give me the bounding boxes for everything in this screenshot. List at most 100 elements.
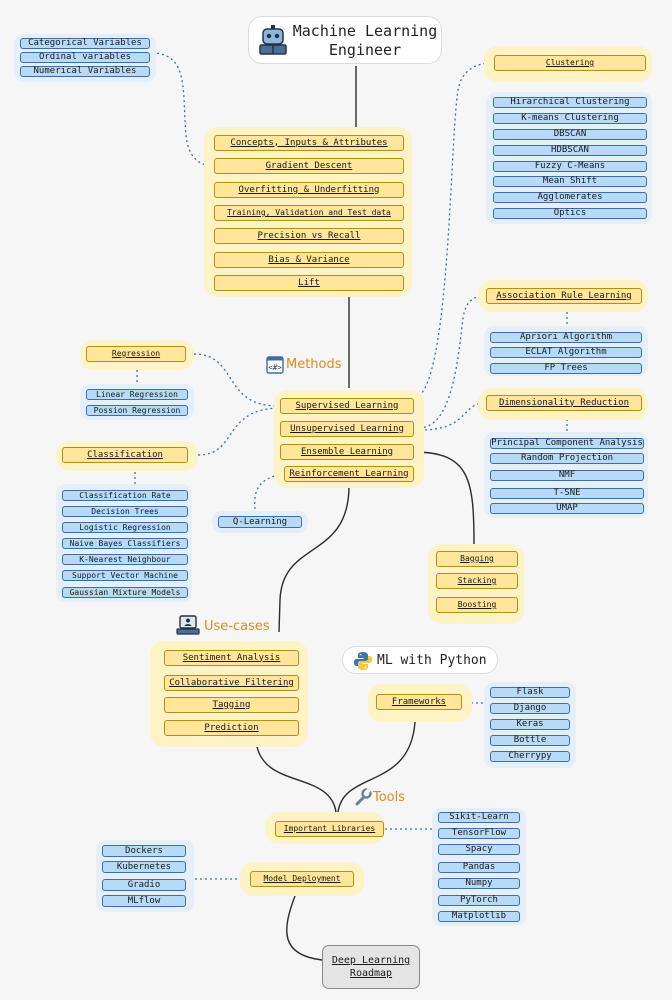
association-eclat[interactable]: ECLAT Algorithm: [490, 347, 642, 358]
link-frameworks-tools: [337, 721, 416, 813]
usecase-prediction[interactable]: Prediction: [164, 720, 299, 736]
code-bracket-icon: <#>: [266, 356, 284, 374]
reinforcement-qlearning[interactable]: Q-Learning: [218, 516, 302, 528]
deployment-mlflow[interactable]: MLflow: [102, 895, 186, 907]
deployment-dockers[interactable]: Dockers: [102, 845, 186, 857]
regression-possion[interactable]: Possion Regression: [86, 405, 188, 416]
classification-logistic[interactable]: Logistic Regression: [62, 522, 188, 533]
clustering-fuzzy-cmeans[interactable]: Fuzzy C-Means: [493, 161, 647, 172]
ensemble-stacking[interactable]: Stacking: [436, 573, 518, 589]
method-reinforcement[interactable]: Reinforcement Learning: [284, 466, 414, 482]
classification-decision-trees[interactable]: Decision Trees: [62, 506, 188, 517]
classification-naive-bayes[interactable]: Naive Bayes Classifiers: [62, 538, 188, 549]
classification-knn[interactable]: K-Nearest Neighbour: [62, 554, 188, 565]
ensemble-bagging[interactable]: Bagging: [436, 551, 518, 567]
methods-heading: Methods: [286, 357, 342, 372]
framework-django[interactable]: Django: [490, 703, 570, 714]
classification-topic[interactable]: Classification: [62, 447, 188, 463]
variable-numerical[interactable]: Numerical Variables: [20, 66, 150, 77]
title-line-1: Machine Learning: [292, 22, 438, 40]
robot-book-icon: [259, 25, 287, 55]
concept-precision-recall[interactable]: Precision vs Recall: [214, 228, 404, 244]
laptop-user-icon: [176, 615, 200, 635]
method-ensemble[interactable]: Ensemble Learning: [280, 444, 414, 460]
concept-bias-variance[interactable]: Bias & Variance: [214, 252, 404, 268]
clustering-hdbscan[interactable]: HDBSCAN: [493, 145, 647, 156]
clustering-agglomerates[interactable]: Agglomerates: [493, 192, 647, 203]
libraries-topic[interactable]: Important Libraries: [275, 821, 384, 837]
dimensionality-nmf[interactable]: NMF: [490, 470, 644, 481]
dimensionality-pca[interactable]: Principal Component Analysis: [490, 438, 644, 449]
deployment-topic[interactable]: Model Deployment: [250, 871, 354, 887]
concept-lift[interactable]: Lift: [214, 275, 404, 291]
link-reinforcement-qlearning: [254, 473, 285, 515]
link-ensemble-bagging: [413, 451, 475, 546]
concept-gradient-descent[interactable]: Gradient Descent: [214, 158, 404, 174]
deployment-kubernetes[interactable]: Kubernetes: [102, 861, 186, 873]
link-deployment-next: [286, 895, 323, 961]
title-line-2: Engineer: [328, 41, 402, 59]
association-fp-trees[interactable]: FP Trees: [490, 363, 642, 374]
classification-svm[interactable]: Support Vector Machine: [62, 570, 188, 581]
deployment-gradio[interactable]: Gradio: [102, 879, 186, 891]
python-card: ML with Python: [342, 646, 498, 674]
python-heading: ML with Python: [377, 653, 487, 668]
clustering-mean-shift[interactable]: Mean Shift: [493, 176, 647, 187]
method-unsupervised[interactable]: Unsupervised Learning: [280, 421, 414, 437]
deep-learning-line-1: Deep Learning: [331, 955, 411, 966]
wrench-icon: [355, 788, 372, 806]
deep-learning-roadmap-link[interactable]: Deep Learning Roadmap: [322, 945, 420, 989]
deep-learning-line-2: Roadmap: [349, 968, 393, 979]
title-text: Machine Learning Engineer: [291, 22, 439, 60]
usecase-tagging[interactable]: Tagging: [164, 697, 299, 713]
framework-flask[interactable]: Flask: [490, 687, 570, 698]
library-spacy[interactable]: Spacy: [438, 844, 520, 855]
clustering-optics[interactable]: Optics: [493, 208, 647, 219]
library-tensorflow[interactable]: TensorFlow: [438, 828, 520, 839]
classification-gmm[interactable]: Gaussian Mixture Models: [62, 587, 188, 598]
link-unsupervised-clustering: [418, 62, 493, 397]
concept-training-validation[interactable]: Training, Validation and Test data: [214, 205, 404, 221]
clustering-dbscan[interactable]: DBSCAN: [493, 129, 647, 140]
concept-concepts-inputs[interactable]: Concepts, Inputs & Attributes: [214, 135, 404, 151]
variable-categorical[interactable]: Categorical Variables: [20, 38, 150, 49]
framework-bottle[interactable]: Bottle: [490, 735, 570, 746]
library-sikit-learn[interactable]: Sikit-Learn: [438, 812, 520, 823]
link-methods-usecases: [278, 485, 350, 633]
title-card: Machine Learning Engineer: [248, 16, 442, 64]
framework-keras[interactable]: Keras: [490, 719, 570, 730]
frameworks-topic[interactable]: Frameworks: [376, 694, 462, 710]
link-unsupervised-association: [418, 295, 487, 429]
library-pytorch[interactable]: PyTorch: [438, 895, 520, 906]
framework-cherrypy[interactable]: Cherrypy: [490, 751, 570, 762]
concept-overfitting[interactable]: Overfitting & Underfitting: [214, 182, 404, 198]
ensemble-boosting[interactable]: Boosting: [436, 597, 518, 613]
link-classification-supervised: [197, 407, 279, 456]
dimensionality-tsne[interactable]: T-SNE: [490, 488, 644, 499]
dimensionality-topic[interactable]: Dimensionality Reduction: [486, 395, 642, 411]
association-topic[interactable]: Association Rule Learning: [486, 288, 642, 304]
library-pandas[interactable]: Pandas: [438, 862, 520, 873]
dimensionality-umap[interactable]: UMAP: [490, 503, 644, 514]
link-unsupervised-dimensionality: [419, 402, 487, 431]
clustering-kmeans[interactable]: K-means Clustering: [493, 113, 647, 124]
regression-linear[interactable]: Linear Regression: [86, 389, 188, 400]
clustering-items-halo: [486, 92, 652, 224]
clustering-topic[interactable]: Clustering: [494, 55, 646, 71]
usecases-heading: Use-cases: [204, 619, 270, 634]
library-matplotlib[interactable]: Matplotlib: [438, 911, 520, 922]
tools-heading: Tools: [373, 790, 406, 805]
regression-topic[interactable]: Regression: [86, 346, 186, 362]
classification-rate[interactable]: Classification Rate: [62, 490, 188, 501]
svg-text:<#>: <#>: [268, 363, 282, 372]
usecase-collaborative-filtering[interactable]: Collaborative Filtering: [164, 675, 299, 691]
usecase-sentiment-analysis[interactable]: Sentiment Analysis: [164, 650, 299, 666]
dimensionality-random-projection[interactable]: Random Projection: [490, 453, 644, 464]
method-supervised[interactable]: Supervised Learning: [280, 398, 414, 414]
clustering-hierarchical[interactable]: Hirarchical Clustering: [493, 97, 647, 108]
association-apriori[interactable]: Apriori Algorithm: [490, 332, 642, 343]
library-numpy[interactable]: Numpy: [438, 878, 520, 889]
python-logo-icon: [354, 652, 372, 670]
link-usecases-tools: [255, 739, 337, 813]
variable-ordinal[interactable]: Ordinal variables: [20, 52, 150, 63]
